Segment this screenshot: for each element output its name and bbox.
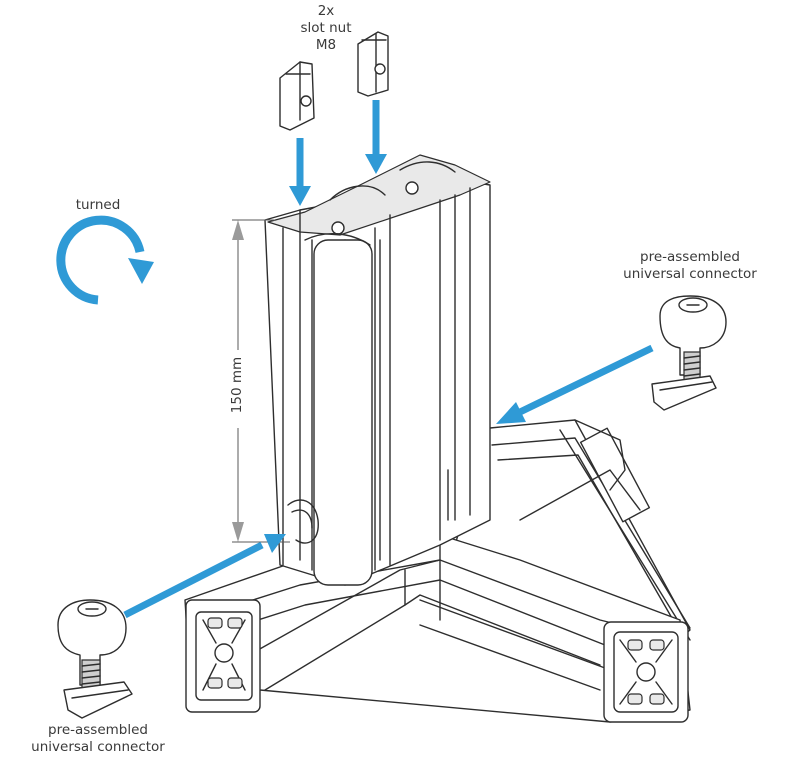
connector-right-label-line1: pre-assembled — [640, 249, 740, 265]
slot-nut-right — [357, 31, 389, 97]
insert-arrow-nut-left — [289, 138, 311, 206]
connector-right-label-line2: universal connector — [623, 266, 757, 282]
turn-arrow-icon — [56, 215, 154, 305]
vertical-profile — [264, 154, 491, 586]
insert-arrow-connector-left — [123, 534, 286, 619]
slot-nut-left — [279, 61, 315, 131]
end-face-left — [185, 599, 261, 713]
connector-left-label-line2: universal connector — [31, 739, 165, 755]
connector-left-label-line1: pre-assembled — [48, 722, 148, 738]
slot-nut-name-text: slot nut — [300, 20, 352, 36]
right-profile — [454, 419, 691, 656]
insert-arrow-nut-right — [365, 100, 387, 174]
connector-right — [651, 295, 727, 411]
connector-left-label: pre-assembled universal connector — [8, 722, 188, 756]
slot-nut-count-text: 2x — [317, 3, 335, 19]
end-face-right — [603, 621, 689, 723]
dimension-label: 150 mm — [229, 356, 245, 414]
connector-right-label: pre-assembled universal connector — [600, 249, 780, 283]
slot-nut-label: 2x slot nut M8 — [276, 3, 376, 54]
slot-nut-size-text: M8 — [315, 37, 337, 53]
connector-left — [57, 599, 133, 719]
insert-arrow-connector-right — [496, 344, 654, 424]
turned-label: turned — [75, 197, 121, 213]
dimension-150mm — [232, 219, 290, 543]
